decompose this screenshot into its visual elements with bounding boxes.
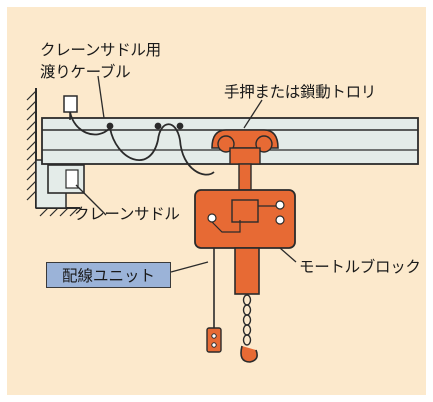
trolley xyxy=(211,129,279,191)
pendant-control xyxy=(206,248,222,353)
label-saddle-cable-line2: 渡りケーブル xyxy=(40,63,131,81)
hook-block xyxy=(234,247,260,363)
label-wiring-unit: 配線ユニット xyxy=(61,267,155,285)
label-crane-saddle: クレーンサドル xyxy=(74,205,180,223)
crane-saddle xyxy=(47,164,85,194)
label-saddle-cable-line1: クレーンサドル用 xyxy=(40,41,161,59)
motor-block xyxy=(194,189,296,249)
festoon-cable xyxy=(69,111,215,176)
label-motor-block: モートルブロック xyxy=(299,258,421,276)
leader-lines xyxy=(75,75,297,273)
wiring-unit-box: 配線ユニット xyxy=(46,262,171,288)
label-trolley: 手押または鎖動トロリ xyxy=(224,83,377,101)
